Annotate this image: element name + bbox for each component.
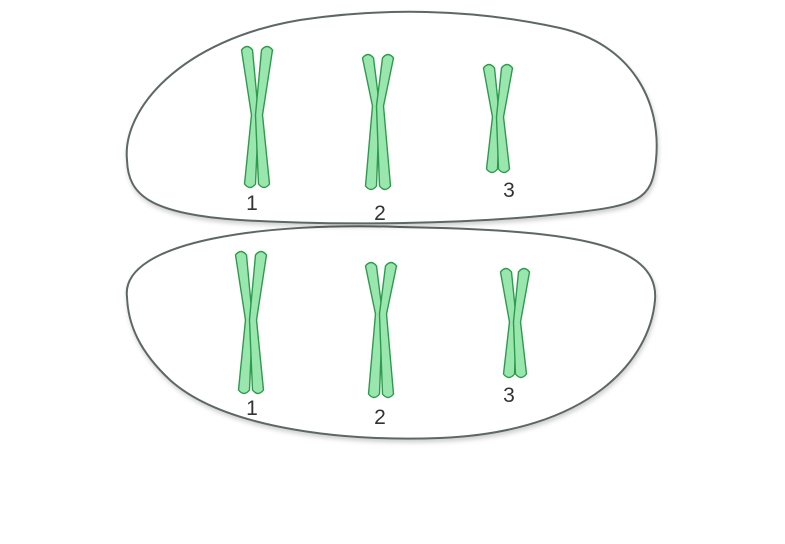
bottom-cell [125, 225, 657, 440]
top-chromosome-label-1: 1 [246, 192, 258, 215]
bottom-chromosome-label-2: 2 [374, 406, 386, 429]
bottom-chromosome-3 [499, 267, 531, 379]
top-chromosome-3 [482, 63, 514, 174]
top-chromosome-3-chromatid-left [482, 63, 501, 174]
bottom-chromosome-3-chromatid-left [499, 267, 518, 379]
top-cell-chromosomes [240, 45, 514, 191]
top-chromosome-1-chromatid-left [240, 45, 260, 189]
top-cell-outline [125, 10, 658, 225]
bottom-chromosome-label-1: 1 [246, 397, 258, 420]
bottom-chromosome-1-chromatid-right [248, 250, 268, 395]
bottom-chromosome-3-chromatid-right [512, 267, 531, 379]
top-chromosome-label-2: 2 [374, 202, 386, 225]
bottom-chromosome-1 [234, 250, 268, 395]
top-chromosome-2 [361, 53, 395, 191]
bottom-chromosome-2-chromatid-left [364, 261, 384, 399]
bottom-chromosome-label-3: 3 [503, 384, 515, 407]
top-chromosome-1 [240, 45, 274, 189]
bottom-cell-outline [125, 225, 657, 440]
top-chromosome-3-chromatid-right [495, 63, 514, 174]
top-chromosome-label-3: 3 [503, 179, 515, 202]
bottom-chromosome-2 [364, 261, 398, 399]
top-chromosome-2-chromatid-left [361, 53, 381, 191]
bottom-cell-chromosomes [234, 250, 531, 399]
bottom-chromosome-2-chromatid-right [378, 261, 398, 399]
top-chromosome-1-chromatid-right [254, 45, 274, 189]
bottom-chromosome-1-chromatid-left [234, 250, 254, 395]
top-cell [125, 10, 658, 225]
top-chromosome-2-chromatid-right [375, 53, 395, 191]
